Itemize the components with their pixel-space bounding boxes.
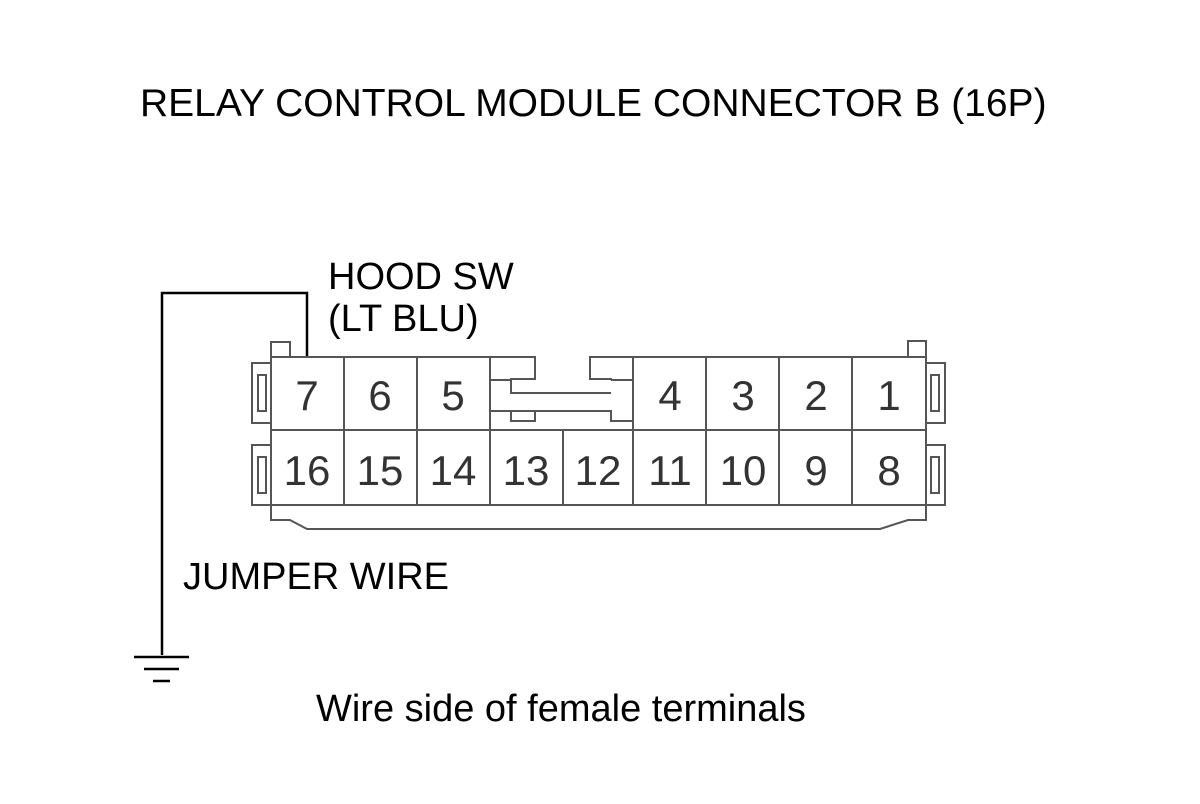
terminal-5-number: 5 (441, 372, 464, 419)
terminal-9-number: 9 (804, 447, 827, 494)
terminal-10-number: 10 (720, 447, 767, 494)
diagram-caption: Wire side of female terminals (316, 688, 806, 730)
terminal-2-number: 2 (804, 372, 827, 419)
hood-switch-label: HOOD SW (328, 256, 514, 298)
terminal-6-number: 6 (368, 372, 391, 419)
jumper-wire (160, 291, 309, 655)
terminal-13-number: 13 (503, 447, 550, 494)
top-row-terminals: 7 6 5 4 3 2 1 (295, 372, 900, 419)
terminal-16-number: 16 (284, 447, 331, 494)
ground-symbol-icon (134, 655, 189, 683)
terminal-14-number: 14 (430, 447, 477, 494)
diagram-title: RELAY CONTROL MODULE CONNECTOR B (16P) (140, 82, 1047, 125)
terminal-7-number: 7 (295, 372, 318, 419)
terminal-1-number: 1 (877, 372, 900, 419)
terminal-11-number: 11 (648, 447, 692, 494)
terminal-15-number: 15 (357, 447, 404, 494)
terminal-12-number: 12 (575, 447, 622, 494)
hood-switch-wire-color: (LT BLU) (328, 298, 479, 340)
terminal-8-number: 8 (877, 447, 900, 494)
terminal-4-number: 4 (658, 372, 681, 419)
bottom-row-terminals: 16 15 14 13 12 11 10 9 8 (284, 447, 901, 494)
jumper-wire-label: JUMPER WIRE (183, 556, 449, 598)
connector-housing (251, 340, 946, 530)
terminal-3-number: 3 (731, 372, 754, 419)
